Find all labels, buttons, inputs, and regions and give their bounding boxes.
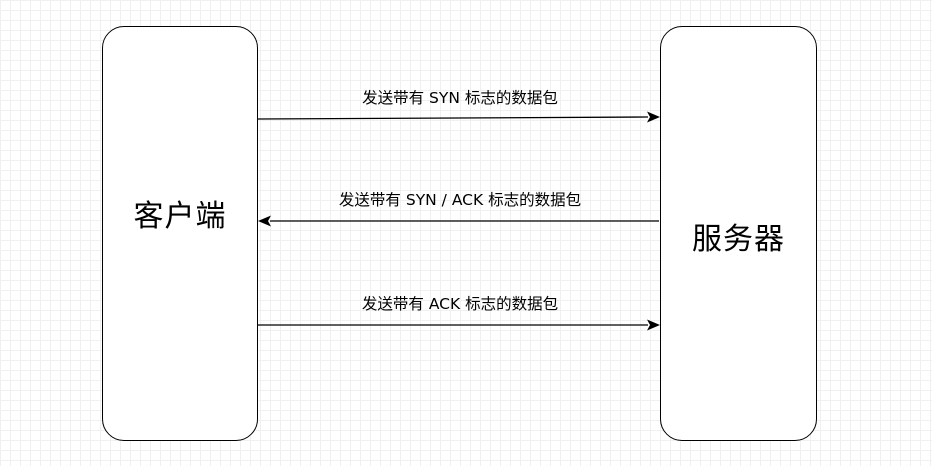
client-node: 客户端 [102, 26, 258, 441]
arrow-ack [258, 319, 660, 331]
synack-arrow-label: 发送带有 SYN / ACK 标志的数据包 [338, 191, 582, 209]
syn-arrow-label: 发送带有 SYN 标志的数据包 [362, 89, 558, 107]
ack-arrow-label: 发送带有 ACK 标志的数据包 [361, 295, 559, 313]
arrow-syn [257, 111, 660, 123]
arrow-syn-head [647, 111, 660, 123]
arrow-ack-head [647, 319, 660, 331]
arrow-synack-head [258, 215, 271, 227]
arrow-syn-line [257, 116, 649, 120]
server-node: 服务器 [660, 26, 817, 441]
arrow-synack [258, 215, 659, 227]
